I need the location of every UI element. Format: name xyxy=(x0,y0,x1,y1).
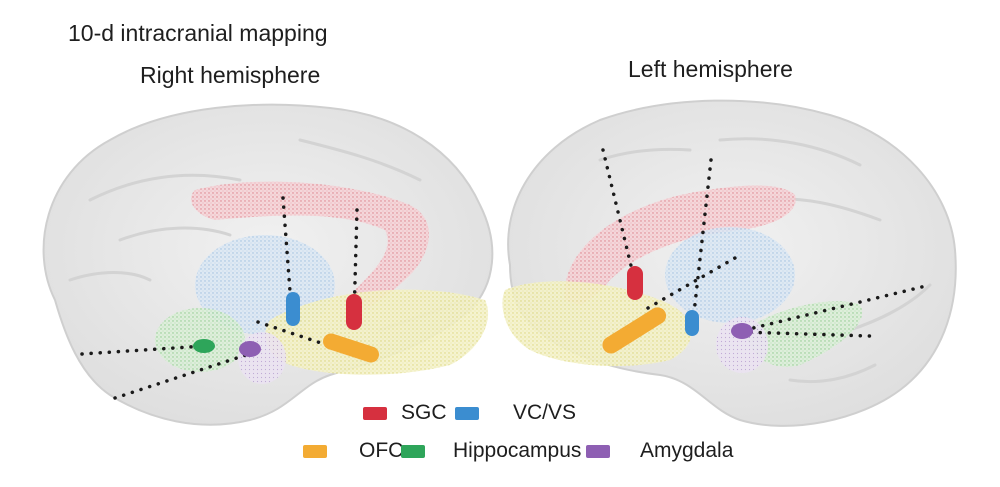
right-ofc-contact xyxy=(323,333,379,363)
legend-item-ofc: OFC xyxy=(303,439,403,463)
left-hemisphere-label: Left hemisphere xyxy=(628,56,793,82)
left-ofc-contact xyxy=(602,307,667,354)
legend-swatch-amygdala xyxy=(586,444,610,458)
right-amygdala-contact xyxy=(239,341,261,357)
left-amygdala-contact xyxy=(731,323,753,339)
right-vcvs-contact xyxy=(286,292,300,326)
left-ofc-region xyxy=(502,281,692,367)
legend-label-sgc: SGC xyxy=(401,401,447,424)
right-sgc-contact xyxy=(346,294,362,330)
right-hippocampus-contact xyxy=(193,339,215,353)
right-ofc-region xyxy=(265,289,489,375)
right-contacts xyxy=(193,292,379,363)
legend-item-hippocampus: Hippocampus xyxy=(401,439,581,463)
right-hemisphere xyxy=(42,103,494,426)
legend-label-ofc: OFC xyxy=(359,439,404,462)
right-cingulate-region xyxy=(191,181,429,310)
legend-swatch-ofc xyxy=(303,444,327,458)
legend-item-sgc: SGC xyxy=(363,401,447,425)
legend-swatch-hippocampus xyxy=(401,444,425,458)
left-sgc-contact xyxy=(627,266,643,300)
left-electrode-trajectories xyxy=(601,148,932,338)
legend-label-amygdala: Amygdala xyxy=(640,439,734,462)
left-hippocampus-region xyxy=(745,301,863,367)
legend-swatch-sgc xyxy=(363,406,387,420)
right-amygdala-region xyxy=(238,332,286,384)
left-hemisphere xyxy=(502,99,957,427)
left-contacts xyxy=(602,266,753,354)
left-cingulate-region xyxy=(564,185,796,305)
legend-item-vcvs: VC/VS xyxy=(455,401,576,425)
legend-label-vcvs: VC/VS xyxy=(513,401,577,424)
figure-title: 10-d intracranial mapping xyxy=(68,20,328,46)
left-vcvs-contact xyxy=(685,310,699,336)
legend-item-amygdala: Amygdala xyxy=(586,439,733,463)
left-amygdala-region xyxy=(716,317,768,373)
legend-swatch-vcvs xyxy=(455,406,479,420)
legend-label-hippocampus: Hippocampus xyxy=(453,439,582,462)
right-hemisphere-label: Right hemisphere xyxy=(140,62,321,88)
left-striatum-region xyxy=(665,227,795,323)
